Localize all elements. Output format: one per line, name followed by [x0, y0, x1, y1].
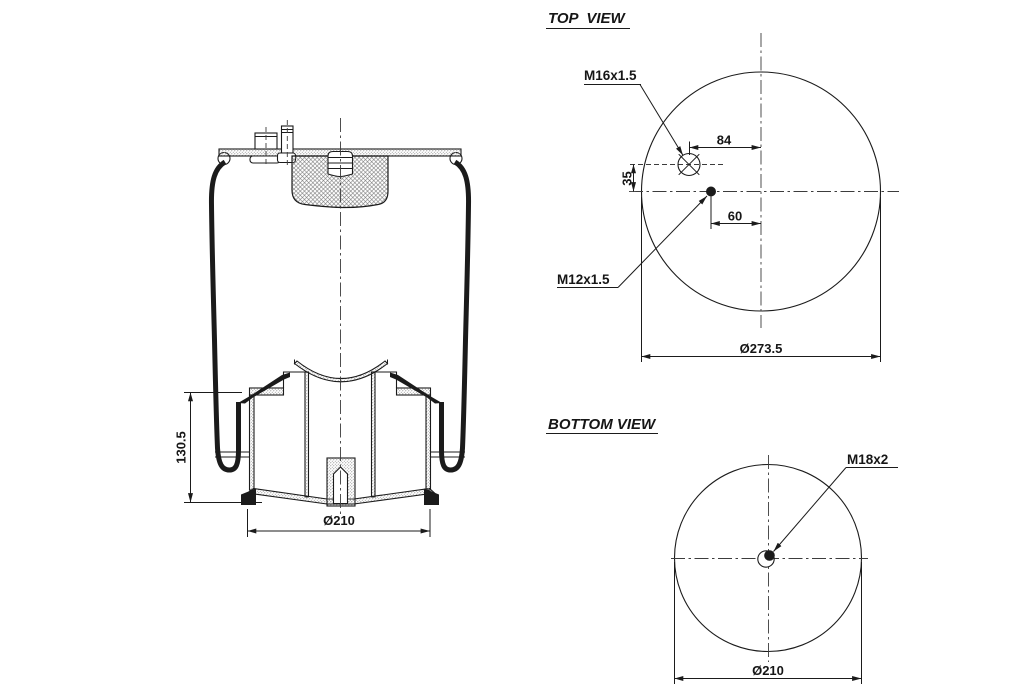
dim-stud-x: 60	[710, 196, 762, 229]
air-fitting-callout: M16x1.5	[584, 68, 684, 156]
dim-plate-diameter: Ø273.5	[641, 197, 881, 362]
bottom-view-piston-circle	[673, 463, 863, 653]
stud-left-boss	[249, 155, 281, 164]
air-fitting-label: M16x1.5	[584, 68, 637, 83]
rubber-wedge-left	[238, 372, 290, 404]
dim-fitting-y: 35	[620, 164, 636, 192]
dim-plate-diameter-label: Ø273.5	[740, 341, 783, 356]
rubber-wedge-right	[390, 372, 442, 404]
piston-stud-symbol	[757, 550, 775, 568]
mounting-studs	[249, 120, 297, 168]
dim-piston-diameter-side: Ø210	[247, 509, 431, 537]
piston-stud-callout: M18x2	[773, 452, 898, 552]
bumper-insert	[327, 150, 354, 178]
bottom-view-title: BOTTOM VIEW	[548, 416, 657, 433]
bellows-wall-right	[439, 159, 472, 473]
dim-height-label: 130.5	[174, 431, 189, 464]
bellows-wall-left	[208, 159, 241, 473]
combi-stud-callout: M12x1.5	[557, 195, 708, 288]
rubber-bumper	[291, 155, 389, 209]
top-view: TOP VIEW 84 35 60	[546, 10, 899, 362]
dim-piston-diameter-side-label: Ø210	[323, 513, 355, 528]
dim-fitting-x: 84	[689, 133, 762, 155]
dim-fitting-y-label: 35	[620, 171, 635, 185]
dim-piston-diameter-bottom-label: Ø210	[752, 663, 784, 678]
dim-piston-diameter-bottom: Ø210	[674, 562, 862, 684]
dim-height: 130.5	[174, 392, 262, 503]
side-view: 130.5 Ø210	[174, 118, 472, 537]
piston-skirt-right	[425, 394, 432, 491]
dim-fitting-x-label: 84	[717, 133, 732, 148]
combi-stud-point	[706, 186, 716, 197]
piston-boss-bore	[332, 466, 349, 505]
dim-stud-x-label: 60	[728, 209, 742, 224]
bottom-view: BOTTOM VIEW M18x2 Ø210	[546, 416, 898, 684]
top-view-title: TOP VIEW	[548, 10, 627, 27]
bottom-plate-right-bead	[424, 488, 439, 505]
bottom-plate-left-bead	[241, 488, 256, 505]
piston-step-left	[282, 371, 305, 388]
piston-stud-label: M18x2	[847, 452, 888, 467]
piston-skirt-left	[248, 394, 255, 491]
piston-dish	[293, 360, 389, 383]
combi-stud-label: M12x1.5	[557, 272, 610, 287]
piston-step-right	[375, 371, 398, 388]
